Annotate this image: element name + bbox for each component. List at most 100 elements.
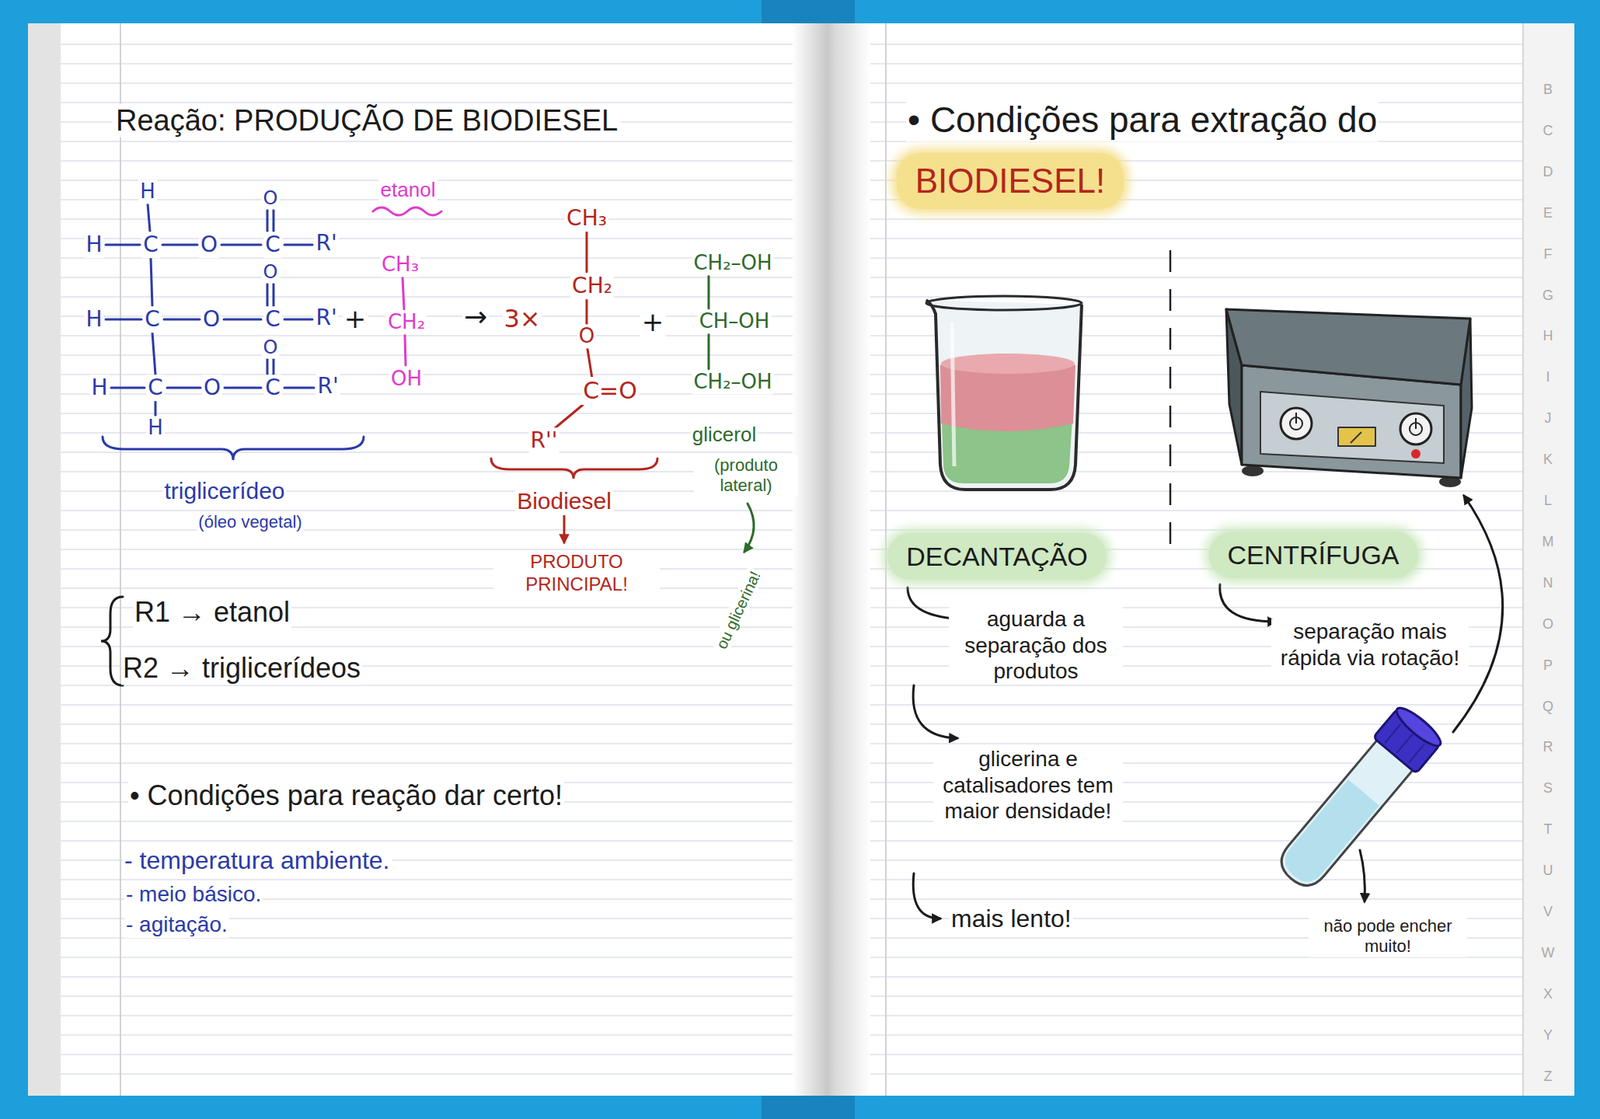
centrifuge-illustration [1226,309,1472,488]
atom-symbol: H [146,415,165,440]
index-tab-letter: F [1542,246,1555,264]
list-item: - meio básico. [124,881,263,908]
index-tab-letter: N [1541,575,1555,593]
centrifuge-illustration-part [1241,465,1264,477]
triglyceride-bonds-part [105,318,142,321]
centrifuge-illustration-part [1350,432,1362,443]
atom-symbol: R' [313,230,339,257]
atom-symbol: C [263,374,283,401]
atom-symbol: C [263,306,283,333]
list-item: - temperatura ambiente. [122,845,392,875]
index-tab-letter: K [1541,451,1555,469]
atom-symbol: O [261,261,280,284]
triglyceride-bonds [102,203,364,461]
beaker-illustration-part [926,299,1082,490]
beaker-illustration-part [941,353,1075,374]
atom-symbol: O [201,306,222,333]
beaker-illustration-part [940,353,1076,432]
chemical-group: OH [389,366,424,391]
triglyceride-bonds-part [272,358,276,377]
atom-symbol: H [138,179,157,204]
notebook-paper-part [761,1095,855,1119]
atom-symbol: O [261,336,280,360]
index-tab-letter: V [1541,903,1555,921]
highlight-band: BIODIESEL! [896,153,1125,210]
triglyceride-bonds-part [284,386,314,390]
triglyceride-bonds-part [272,208,276,234]
index-tab-letter: O [1540,616,1555,634]
notebook-paper-part [60,31,809,1092]
triglyceride-bonds-part [221,244,262,247]
highlight-band: CENTRÍFUGA [1209,531,1419,579]
centrifuge-illustration-part [1226,309,1471,385]
biodiesel-bonds-part [563,515,566,543]
atom-symbol: H [83,306,104,333]
compound-name: triglicerídeo [162,477,286,506]
triglyceride-bonds-part [147,203,150,232]
atom-symbol: R' [313,304,339,332]
note-text: mais lento! [949,903,1074,934]
page-title: Reação: PRODUÇÃO DE BIODIESEL [112,104,621,138]
triglyceride-bonds-part [266,358,269,377]
chemical-group: C=O [581,376,639,405]
ethanol-bonds [372,207,442,366]
ethanol-bonds-part [404,334,406,366]
note-text: separação mais rápida via rotação! [1271,618,1469,671]
triglyceride-bonds-part [284,318,313,321]
ethanol-bonds-part [372,207,442,216]
triglyceride-bonds-part [167,386,201,390]
compound-name: glicerol [690,422,758,447]
biodiesel-bonds-part [585,298,589,325]
test-tube-illustration-part [1384,724,1402,744]
centrifuge-illustration-part [1400,413,1432,445]
glycerol-bonds-part [707,334,711,370]
section-heading: • Condições para extração do [906,98,1379,142]
index-tab-letter: M [1540,533,1556,551]
atom-symbol: O [202,374,223,401]
chemical-group: CH₂–OH [691,250,774,276]
index-tab-letter: Y [1541,1027,1555,1045]
coefficient: 3× [501,303,542,334]
list-item: - agitação. [124,911,230,938]
notebook-paper-part [27,23,1575,1096]
compound-note: (produto lateral) [693,455,799,497]
centrifuge-illustration-part [1411,449,1421,459]
atom-symbol: C [141,231,161,258]
notebook-paper-part [27,23,61,1096]
notebook-paper-part [119,23,122,1096]
notebook-paper [27,0,1575,1119]
test-tube-illustration [1269,703,1445,897]
index-tab-letter: C [1541,122,1555,140]
test-tube-illustration-part [1408,743,1426,764]
beaker-illustration-part [926,299,1082,490]
chemical-group: CH₂–OH [691,369,774,394]
biodiesel-bonds-part [491,458,658,479]
triglyceride-bonds-part [266,208,269,234]
index-tab-letter: Q [1540,698,1555,716]
atom-symbol: H [83,231,104,258]
index-tab-letter: E [1541,205,1555,223]
biodiesel-bonds-part [587,348,593,379]
leader-arrows-part [1359,850,1365,902]
triglyceride-bonds-part [102,436,364,461]
atom-symbol: H [89,374,109,401]
test-tube-illustration-part [1396,734,1413,754]
r-brace-part [101,596,123,686]
note-text: glicerina e catalisadores tem maior dens… [933,745,1123,825]
highlighted-word: BIODIESEL! [915,160,1106,203]
index-tab-letter: L [1542,492,1554,510]
notebook-paper-part [1522,23,1524,1096]
triglyceride-bonds-part [266,282,269,308]
triglyceride-bonds-part [224,386,262,390]
triglyceride-bonds-part [284,244,313,247]
index-tab-letter: G [1540,287,1555,305]
biodiesel-bonds-part [554,404,583,429]
index-tab-letter: J [1543,410,1554,428]
centrifuge-illustration-part [1295,412,1297,424]
triglyceride-bonds-part [272,282,276,308]
note-text: R1 → etanol [132,595,292,629]
triglyceride-bonds-part [223,318,262,321]
divider-dashed [1170,250,1172,544]
notebook-paper-part [885,23,887,1096]
